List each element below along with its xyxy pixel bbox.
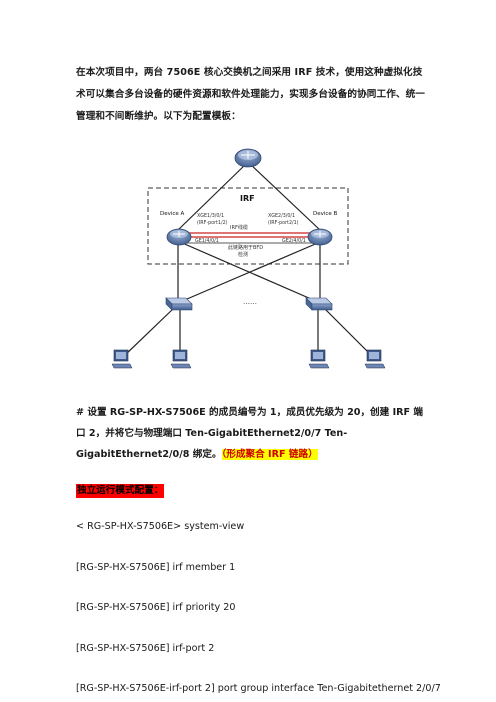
b-port-2: GE2/4/0/1	[282, 238, 306, 244]
host-pc-icon-3	[308, 349, 330, 369]
access-switch-left-icon	[165, 297, 193, 311]
access-switch-right-icon	[305, 297, 333, 311]
irf-cable-label: IRF线缆	[230, 224, 248, 231]
irf-boundary	[147, 187, 349, 265]
config-description: # 设置 RG-SP-HX-S7506E 的成员编号为 1，成员优先级为 20，…	[76, 402, 432, 465]
device-a-label: Device A	[160, 211, 185, 217]
ellipsis-text: ……	[243, 298, 257, 306]
command-line-3: [RG-SP-HX-S7506E] irf priority 20	[76, 602, 236, 613]
intro-paragraph: 在本次项目中，两台 7506E 核心交换机之间采用 IRF 技术，使用这种虚拟化…	[76, 67, 425, 122]
b-port-1: XGE2/3/0/1	[268, 213, 295, 219]
device-b-switch-icon	[307, 228, 333, 246]
bfd-label-2: 检测	[238, 251, 248, 258]
a-port-1-note: (IRF-port1/2)	[197, 220, 228, 226]
command-line-5: [RG-SP-HX-S7506E-irf-port 2] port group …	[76, 683, 441, 694]
command-line-4: [RG-SP-HX-S7506E] irf-port 2	[76, 643, 215, 654]
host-pc-icon-2	[170, 349, 192, 369]
a-port-2: GE1/4/0/1	[195, 238, 219, 244]
config-description-text: # 设置 RG-SP-HX-S7506E 的成员编号为 1，成员优先级为 20，…	[76, 407, 424, 460]
command-line-1: < RG-SP-HX-S7506E> system-view	[76, 521, 245, 532]
topology-svg: IRF Device A Device B XGE1/3/0/1 (IRF-po…	[111, 148, 386, 369]
a-port-1: XGE1/3/0/1	[197, 213, 224, 219]
host-pc-icon-1	[111, 349, 133, 369]
irf-label: IRF	[240, 194, 255, 203]
command-line-2: [RG-SP-HX-S7506E] irf member 1	[76, 562, 236, 573]
section-label: 独立运行模式配置：	[76, 484, 165, 498]
config-highlight: （形成聚合 IRF 链路）	[221, 449, 318, 460]
host-pc-icon-4	[364, 349, 386, 369]
device-a-switch-icon	[166, 228, 192, 246]
b-port-1-note: (IRF-port2/1)	[268, 220, 299, 226]
core-router-icon	[234, 148, 262, 168]
device-b-label: Device B	[313, 211, 338, 217]
bfd-label-1: 此链路用于BFD	[228, 244, 263, 251]
irf-topology-diagram: IRF Device A Device B XGE1/3/0/1 (IRF-po…	[100, 138, 400, 383]
